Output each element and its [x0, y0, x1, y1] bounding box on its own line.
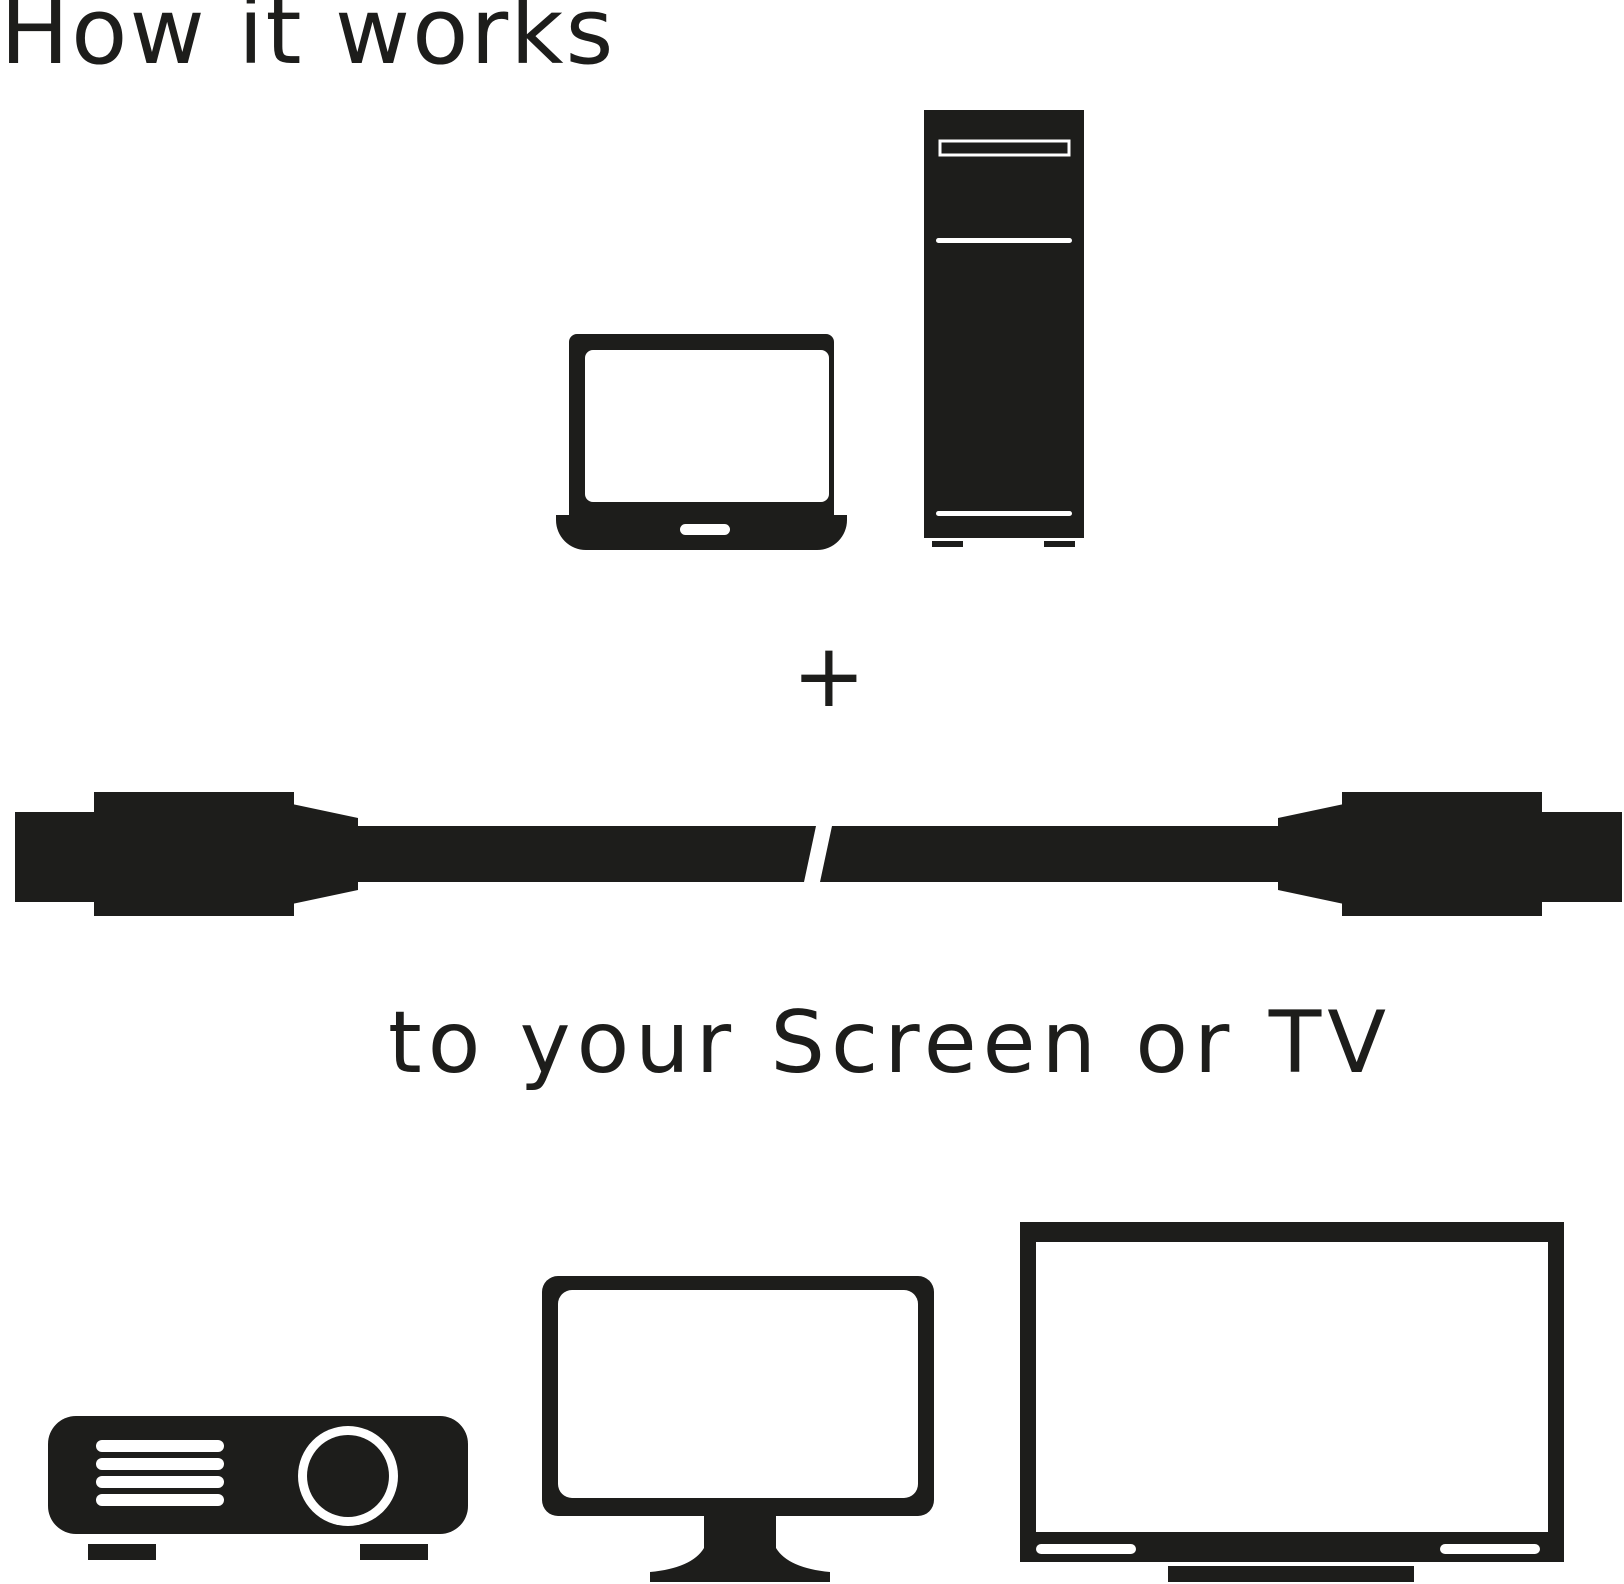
laptop-icon: [556, 334, 847, 550]
destination-label: to your Screen or TV: [388, 993, 1393, 1093]
desktop-tower-icon: [924, 110, 1084, 547]
page-title: How it works: [0, 0, 616, 85]
projector-icon: [48, 1416, 468, 1560]
hdmi-cable-icon: [15, 792, 1622, 916]
plus-sign: +: [792, 624, 866, 727]
tv-icon: [1020, 1222, 1564, 1582]
monitor-icon: [542, 1276, 934, 1582]
